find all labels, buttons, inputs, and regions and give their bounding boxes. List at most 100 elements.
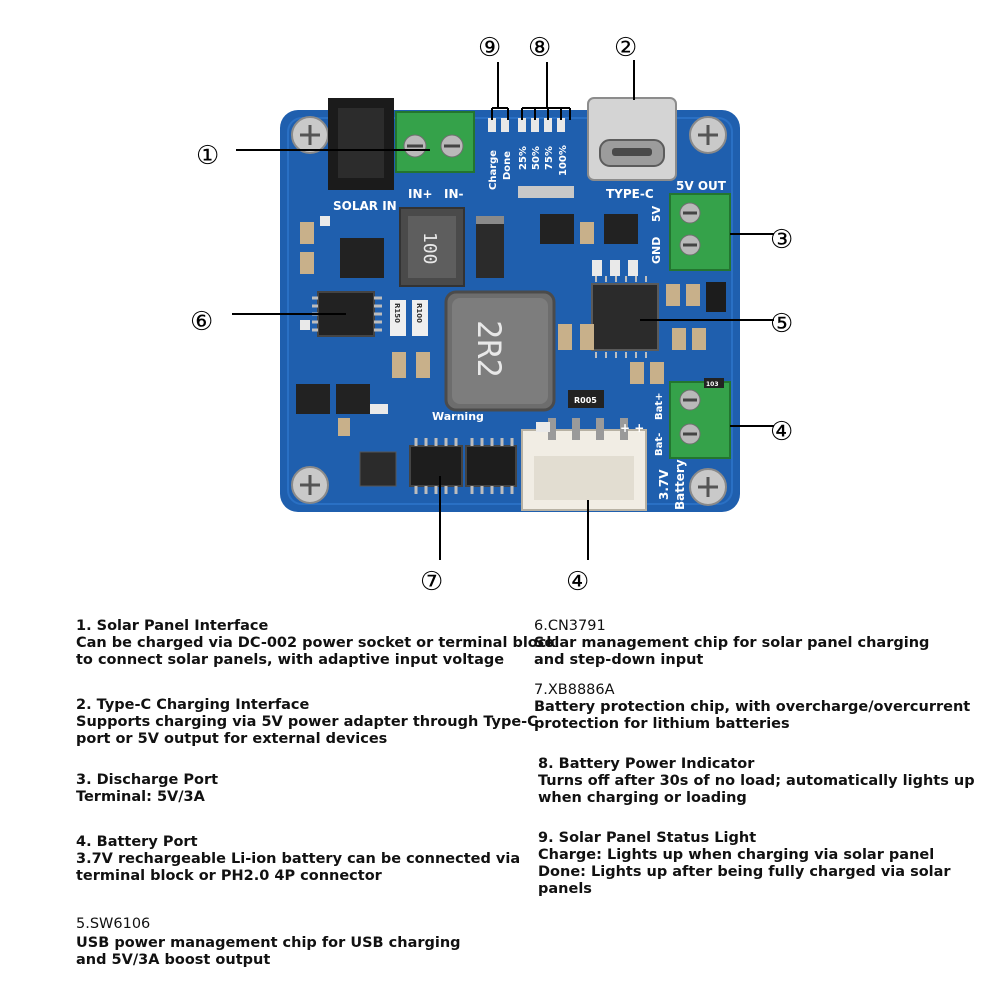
screw-bottom-left [291,466,329,504]
description-line: Battery protection chip, with overcharge… [534,699,971,715]
solar-terminal-block [395,111,475,173]
res-r100-label: R100 [415,303,423,323]
description-title: 2. Type-C Charging Interface [76,697,310,713]
board-diagram: SOLAR IN IN+ IN- TYPE-C 5V OUT Charge Do… [190,33,793,597]
mosfet-5 [336,384,370,414]
silk-done: Done [502,151,513,180]
silk-battery: Battery [673,459,687,510]
silk-warning: Warning [432,410,484,423]
callout-4-bottom: ④ [566,567,589,597]
description-line: protection for lithium batteries [534,716,790,732]
silk-bat-plus: Bat+ [654,392,665,420]
callout-5: ⑤ [770,309,793,339]
callout-1: ① [196,141,219,171]
description-title: 1. Solar Panel Interface [76,618,269,634]
description-3: 3. Discharge Port Terminal: 5V/3A [76,772,218,806]
inductor-2r2 [444,290,556,412]
description-line: Charge: Lights up when charging via sola… [538,847,935,863]
description-line: port or 5V output for external devices [76,731,388,747]
smd-white [300,216,638,432]
silk-bat-minus: Bat- [654,433,665,456]
description-title: 9. Solar Panel Status Light [538,830,757,846]
description-2: 2. Type-C Charging Interface Supports ch… [76,697,538,748]
description-7: 7.XB8886A Battery protection chip, with … [534,682,970,733]
description-line: when charging or loading [538,790,747,806]
resistor-r005 [568,390,604,408]
res-r150-label: R150 [393,303,401,323]
inductor-2r2-label: 2R2 [470,320,508,378]
description-title: 8. Battery Power Indicator [538,756,755,772]
description-6: 6.CN3791 Solar management chip for solar… [534,618,929,669]
dark-component-right [706,282,726,312]
smd-components [300,222,706,436]
description-line: Solar management chip for solar panel ch… [534,635,930,651]
description-line: Can be charged via DC-002 power socket o… [76,635,557,651]
callout-2: ② [614,33,637,63]
screw-top-left [291,116,329,154]
description-title: 6.CN3791 [534,618,606,634]
description-title: 7.XB8886A [534,682,615,698]
description-5: 5.SW6106 USB power management chip for U… [76,916,461,969]
silk-5v-out: 5V OUT [676,179,727,193]
callout-4-right: ④ [770,417,793,447]
silk-100: 100% [558,145,569,176]
description-line: 3.7V rechargeable Li-ion battery can be … [76,851,521,867]
sw6106-chip [591,276,659,358]
callout-6: ⑥ [190,307,213,337]
xb8886a-chip-1 [409,438,463,494]
silk-25: 25% [518,146,529,170]
callout-7: ⑦ [420,567,443,597]
description-line: and 5V/3A boost output [76,952,271,968]
silk-gnd: GND [650,237,663,264]
callout-9: ⑨ [478,33,501,63]
mosfet-3 [604,214,638,244]
description-1: 1. Solar Panel Interface Can be charged … [76,618,556,669]
silk-50: 50% [531,146,542,170]
callout-lines [232,60,774,560]
inductor-100 [399,207,465,287]
screw-bottom-right [689,468,727,506]
type-c-port [587,97,677,181]
xb8886a-chip-2 [465,438,517,494]
description-8: 8. Battery Power Indicator Turns off aft… [538,756,975,807]
description-title: 4. Battery Port [76,834,198,850]
silk-75: 75% [544,146,555,170]
description-line: Turns off after 30s of no load; automati… [538,773,975,789]
led-row [488,118,565,132]
small-pads [518,186,574,198]
res-r005-label: R005 [574,396,597,405]
capacitor-103 [704,378,724,388]
screw-top-right [689,116,727,154]
5v-out-terminal [669,193,731,271]
mosfet-1 [340,238,384,278]
mosfet-2 [540,214,574,244]
silk-charge: Charge [488,150,499,190]
silk-solar-in: SOLAR IN [333,199,397,213]
silk-type-c: TYPE-C [606,187,654,201]
description-4: 4. Battery Port 3.7V rechargeable Li-ion… [76,834,520,885]
silk-37v: 3.7V [657,469,671,500]
resistor-r100 [412,300,428,336]
battery-terminal [669,381,731,459]
ph2-connector [521,418,647,511]
callout-8: ⑧ [528,33,551,63]
description-title: 3. Discharge Port [76,772,219,788]
res-103-label: 103 [706,381,719,388]
silk-plus-plus: + + [620,421,644,435]
description-9: 9. Solar Panel Status Light Charge: Ligh… [538,830,1000,898]
silk-5v: 5V [650,205,663,222]
resistor-r150 [390,300,406,336]
description-line: Terminal: 5V/3A [76,789,205,805]
mosfet-4 [296,384,330,414]
diode [476,216,504,278]
description-line: and step-down input [534,652,704,668]
description-line: Supports charging via 5V power adapter t… [76,714,538,730]
description-line: Done: Lights up after being fully charge… [538,864,951,897]
description-line: terminal block or PH2.0 4P connector [76,868,382,884]
callout-3: ③ [770,225,793,255]
silk-in-minus: IN- [444,187,464,201]
description-title: 5.SW6106 [76,916,151,932]
description-line: USB power management chip for USB chargi… [76,935,461,951]
inductor-100-label: 100 [419,232,440,265]
description-line: to connect solar panels, with adaptive i… [76,652,505,668]
